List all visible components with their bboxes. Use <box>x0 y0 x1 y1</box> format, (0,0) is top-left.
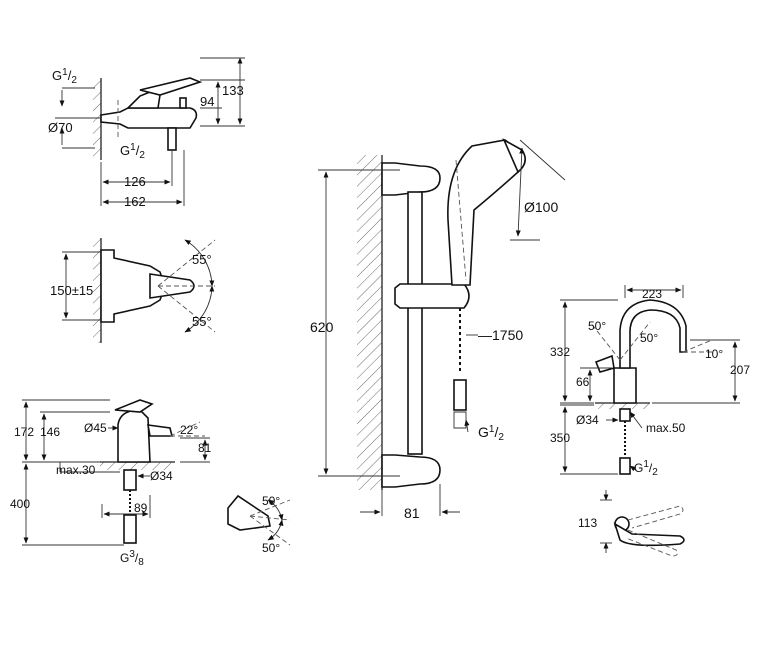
angle-22-label: 22° <box>180 423 198 437</box>
thread-bottom-label: G1/2 <box>120 142 145 161</box>
lever <box>139 77 203 96</box>
basin-hose-connector <box>123 514 137 544</box>
hole-34-label: Ø34 <box>150 469 173 483</box>
handle-offset-113-label: 113 <box>578 516 597 530</box>
sink-handle-top-view: 113 <box>578 490 685 557</box>
wall-hatch <box>93 78 101 160</box>
sink-lever <box>594 354 615 373</box>
sink-hole-34-label: Ø34 <box>576 413 599 427</box>
height-94-label: 94 <box>200 94 214 109</box>
diameter-70-label: Ø70 <box>48 120 73 135</box>
height-172-label: 172 <box>14 425 34 439</box>
diameter-45-label: Ø45 <box>84 421 107 435</box>
reach-89-label: 89 <box>134 501 148 515</box>
base-66-label: 66 <box>576 375 590 389</box>
centres-150-label: 150±15 <box>50 283 93 298</box>
spout-height-81-label: 81 <box>198 441 212 455</box>
bath-mixer-front-view: 150±15 55° 55° <box>50 238 216 343</box>
hand-shower <box>447 139 520 286</box>
rail-length-620-label: 620 <box>310 319 334 335</box>
rail-top-bracket <box>381 162 441 196</box>
reach-223-label: 223 <box>642 287 662 301</box>
basin-mixer-body <box>117 409 151 463</box>
bath-mixer-side-view: G1/2 Ø70 94 133 G1/2 126 162 <box>48 57 245 209</box>
shower-rail <box>407 191 423 455</box>
height-332-label: 332 <box>550 345 570 359</box>
diverter-knob <box>179 97 187 109</box>
handle-angle-down-label: 50° <box>262 541 280 555</box>
hose-length-1750-label: —1750 <box>478 327 523 343</box>
wall-distance-81-label: 81 <box>404 505 420 521</box>
basin-thread-label: G3/8 <box>120 549 144 568</box>
angle-up-55-label: 55° <box>192 252 212 267</box>
front-lever <box>149 273 195 299</box>
hose-350-label: 350 <box>550 431 570 445</box>
rail-bottom-bracket <box>381 454 441 488</box>
sink-thread-label: G1/2 <box>634 459 658 478</box>
sink-mixer-view: 223 50° 50° 10° 332 207 66 Ø34 max.50 35… <box>550 285 750 478</box>
angle-down-55-label: 55° <box>192 314 212 329</box>
height-146-label: 146 <box>40 425 60 439</box>
sink-mixer-body <box>613 367 637 404</box>
basin-mixer-view: 172 146 400 Ø45 22° 81 max.30 Ø34 89 G3/… <box>10 399 212 568</box>
sink-shank <box>619 408 631 422</box>
basin-shank <box>123 469 137 491</box>
sink-spout <box>619 299 687 369</box>
hose-400-label: 400 <box>10 497 30 511</box>
hose-nut <box>453 379 467 411</box>
basin-handle-angle-view: 50° 50° <box>227 494 291 555</box>
max-30-label: max.30 <box>56 463 96 477</box>
depth-126-label: 126 <box>124 174 146 189</box>
basin-spout <box>147 424 174 437</box>
thread-top-label: G1/2 <box>52 67 77 86</box>
shower-outlet <box>167 127 177 151</box>
handle-angle-up-label: 50° <box>262 494 280 508</box>
sink-hose-connector <box>619 457 631 475</box>
head-diameter-100-label: Ø100 <box>524 199 558 215</box>
shower-thread-label: G1/2 <box>478 424 504 443</box>
wall-hatch-shower <box>357 155 382 490</box>
depth-162-label: 162 <box>124 194 146 209</box>
basin-lever <box>114 399 154 413</box>
height-133-label: 133 <box>222 83 244 98</box>
angle-left-50-label: 50° <box>588 319 606 333</box>
angle-right-50-label: 50° <box>640 331 658 345</box>
sink-max-50-label: max.50 <box>646 421 686 435</box>
bath-mixer-body <box>100 107 198 129</box>
spout-angle-10-label: 10° <box>705 347 723 361</box>
hose-thread <box>453 411 467 429</box>
shower-rail-set-view: 620 Ø100 —1750 G1/2 81 <box>310 138 566 521</box>
rail-slider <box>394 283 470 309</box>
height-207-label: 207 <box>730 363 750 377</box>
